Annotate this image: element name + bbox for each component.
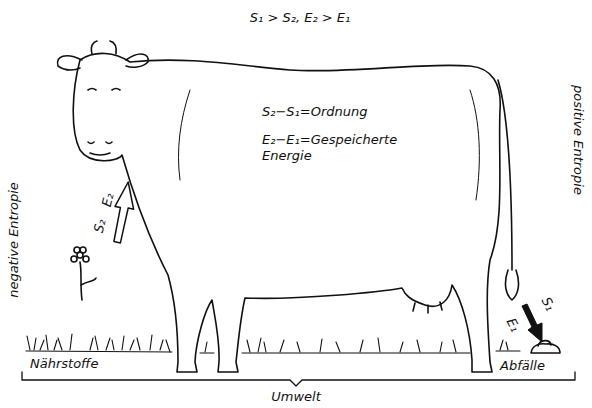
dung <box>538 341 551 346</box>
order-label: S₂−S₁=Ordnung <box>262 104 368 120</box>
flower-petal <box>71 256 77 262</box>
cow-horn <box>110 41 116 54</box>
cow-outline <box>73 53 500 372</box>
input-label: Nährstoffe <box>30 356 98 372</box>
cow-ear <box>58 56 82 70</box>
grass <box>27 334 508 352</box>
cow-shading <box>178 90 479 200</box>
cow-mouth <box>90 153 110 155</box>
flower-petal <box>83 256 89 262</box>
output-label: Abfälle <box>500 358 545 374</box>
cow-ear <box>126 54 148 67</box>
arrow-symbol: E₁ <box>503 315 523 334</box>
flower-petal <box>80 247 86 253</box>
side-label: positive Entropie <box>570 85 586 195</box>
environment-label: Umwelt <box>271 389 321 405</box>
relation-label: S₁ > S₂, E₂ > E₁ <box>250 10 350 26</box>
arrow-symbol: S₁ <box>538 294 558 313</box>
cow-eye <box>88 89 96 91</box>
cow-nostril <box>88 142 112 144</box>
output-arrow <box>522 304 542 342</box>
flower-stem <box>80 262 82 300</box>
side-label: negative Entropie <box>6 182 22 298</box>
cow-tail <box>498 80 512 270</box>
ground-line <box>26 351 520 353</box>
cow-horn <box>91 41 97 54</box>
intake-arrow <box>114 182 134 243</box>
dung <box>531 344 560 353</box>
cow-tail-tuft <box>505 270 518 300</box>
arrow-symbol: E₂ <box>99 192 117 209</box>
cow-udder <box>413 302 442 313</box>
flower-leaf <box>81 278 96 285</box>
flower-petal <box>74 247 80 253</box>
cow-eye <box>112 89 120 91</box>
arrow-symbol: S₂ <box>91 218 109 235</box>
environment-bracket <box>22 372 575 386</box>
energy-label: E₂−E₁=Gespeicherte Energie <box>262 132 412 163</box>
